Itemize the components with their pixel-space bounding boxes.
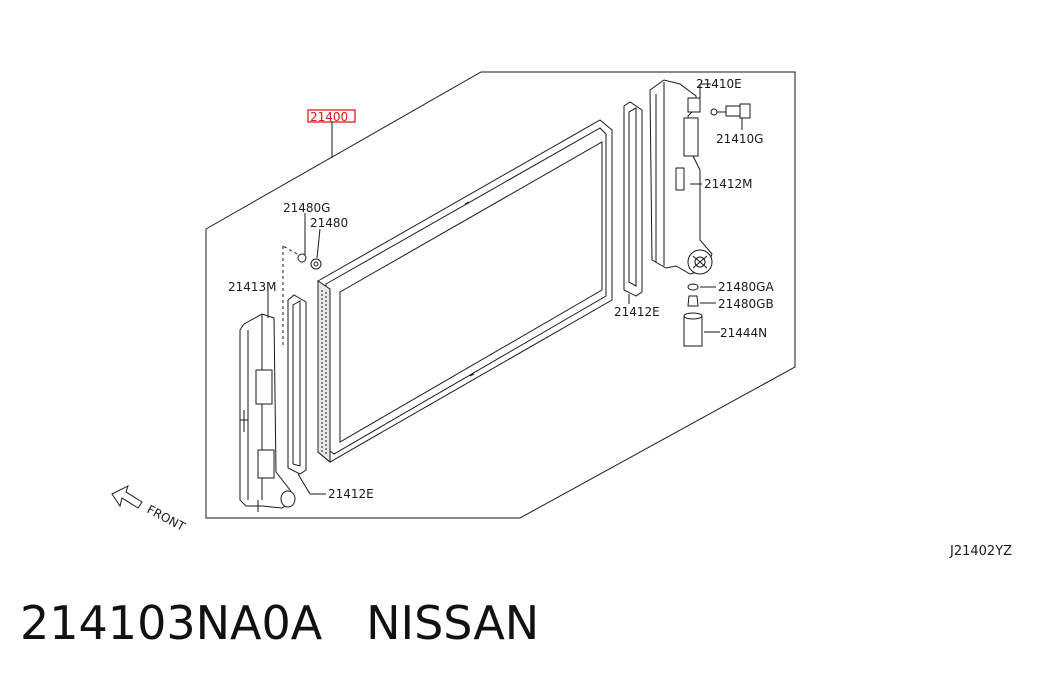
label-21480[interactable]: 21480 xyxy=(310,216,348,230)
label-21480GB[interactable]: 21480GB xyxy=(718,297,774,311)
label-21412M[interactable]: 21412M xyxy=(704,177,753,191)
radiator-core[interactable] xyxy=(317,119,613,464)
left-tank[interactable] xyxy=(239,313,296,512)
label-main[interactable]: 21400 xyxy=(310,110,348,124)
right-gasket[interactable] xyxy=(623,101,643,297)
label-front: FRONT xyxy=(145,502,188,534)
exploded-parts-diagram: 21400 21410E 21410G 21412M 21480G 21480 … xyxy=(111,71,796,534)
label-21444N[interactable]: 21444N xyxy=(720,326,767,340)
diagram-frame xyxy=(205,71,796,519)
label-21480G[interactable]: 21480G xyxy=(283,201,330,215)
part-title: 214103NA0A NISSAN xyxy=(20,596,539,650)
label-21413M[interactable]: 21413M xyxy=(228,280,277,294)
label-21410G[interactable]: 21410G xyxy=(716,132,763,146)
left-cap[interactable] xyxy=(297,253,322,270)
leader-lines xyxy=(267,83,743,495)
part-number: 214103NA0A xyxy=(20,596,323,650)
drain-plug[interactable] xyxy=(683,283,703,347)
right-tank[interactable] xyxy=(649,79,713,275)
brand-name: NISSAN xyxy=(366,596,540,650)
sensor[interactable] xyxy=(710,103,751,119)
label-21480GA[interactable]: 21480GA xyxy=(718,280,774,294)
main-part-highlight xyxy=(307,109,356,123)
label-21412E-right[interactable]: 21412E xyxy=(614,305,660,319)
front-arrow-icon xyxy=(111,485,143,509)
diagram-reference-code: J21402YZ xyxy=(950,544,1013,559)
left-gasket[interactable] xyxy=(287,294,307,475)
label-21410E[interactable]: 21410E xyxy=(696,77,742,91)
label-21412E-left[interactable]: 21412E xyxy=(328,487,374,501)
